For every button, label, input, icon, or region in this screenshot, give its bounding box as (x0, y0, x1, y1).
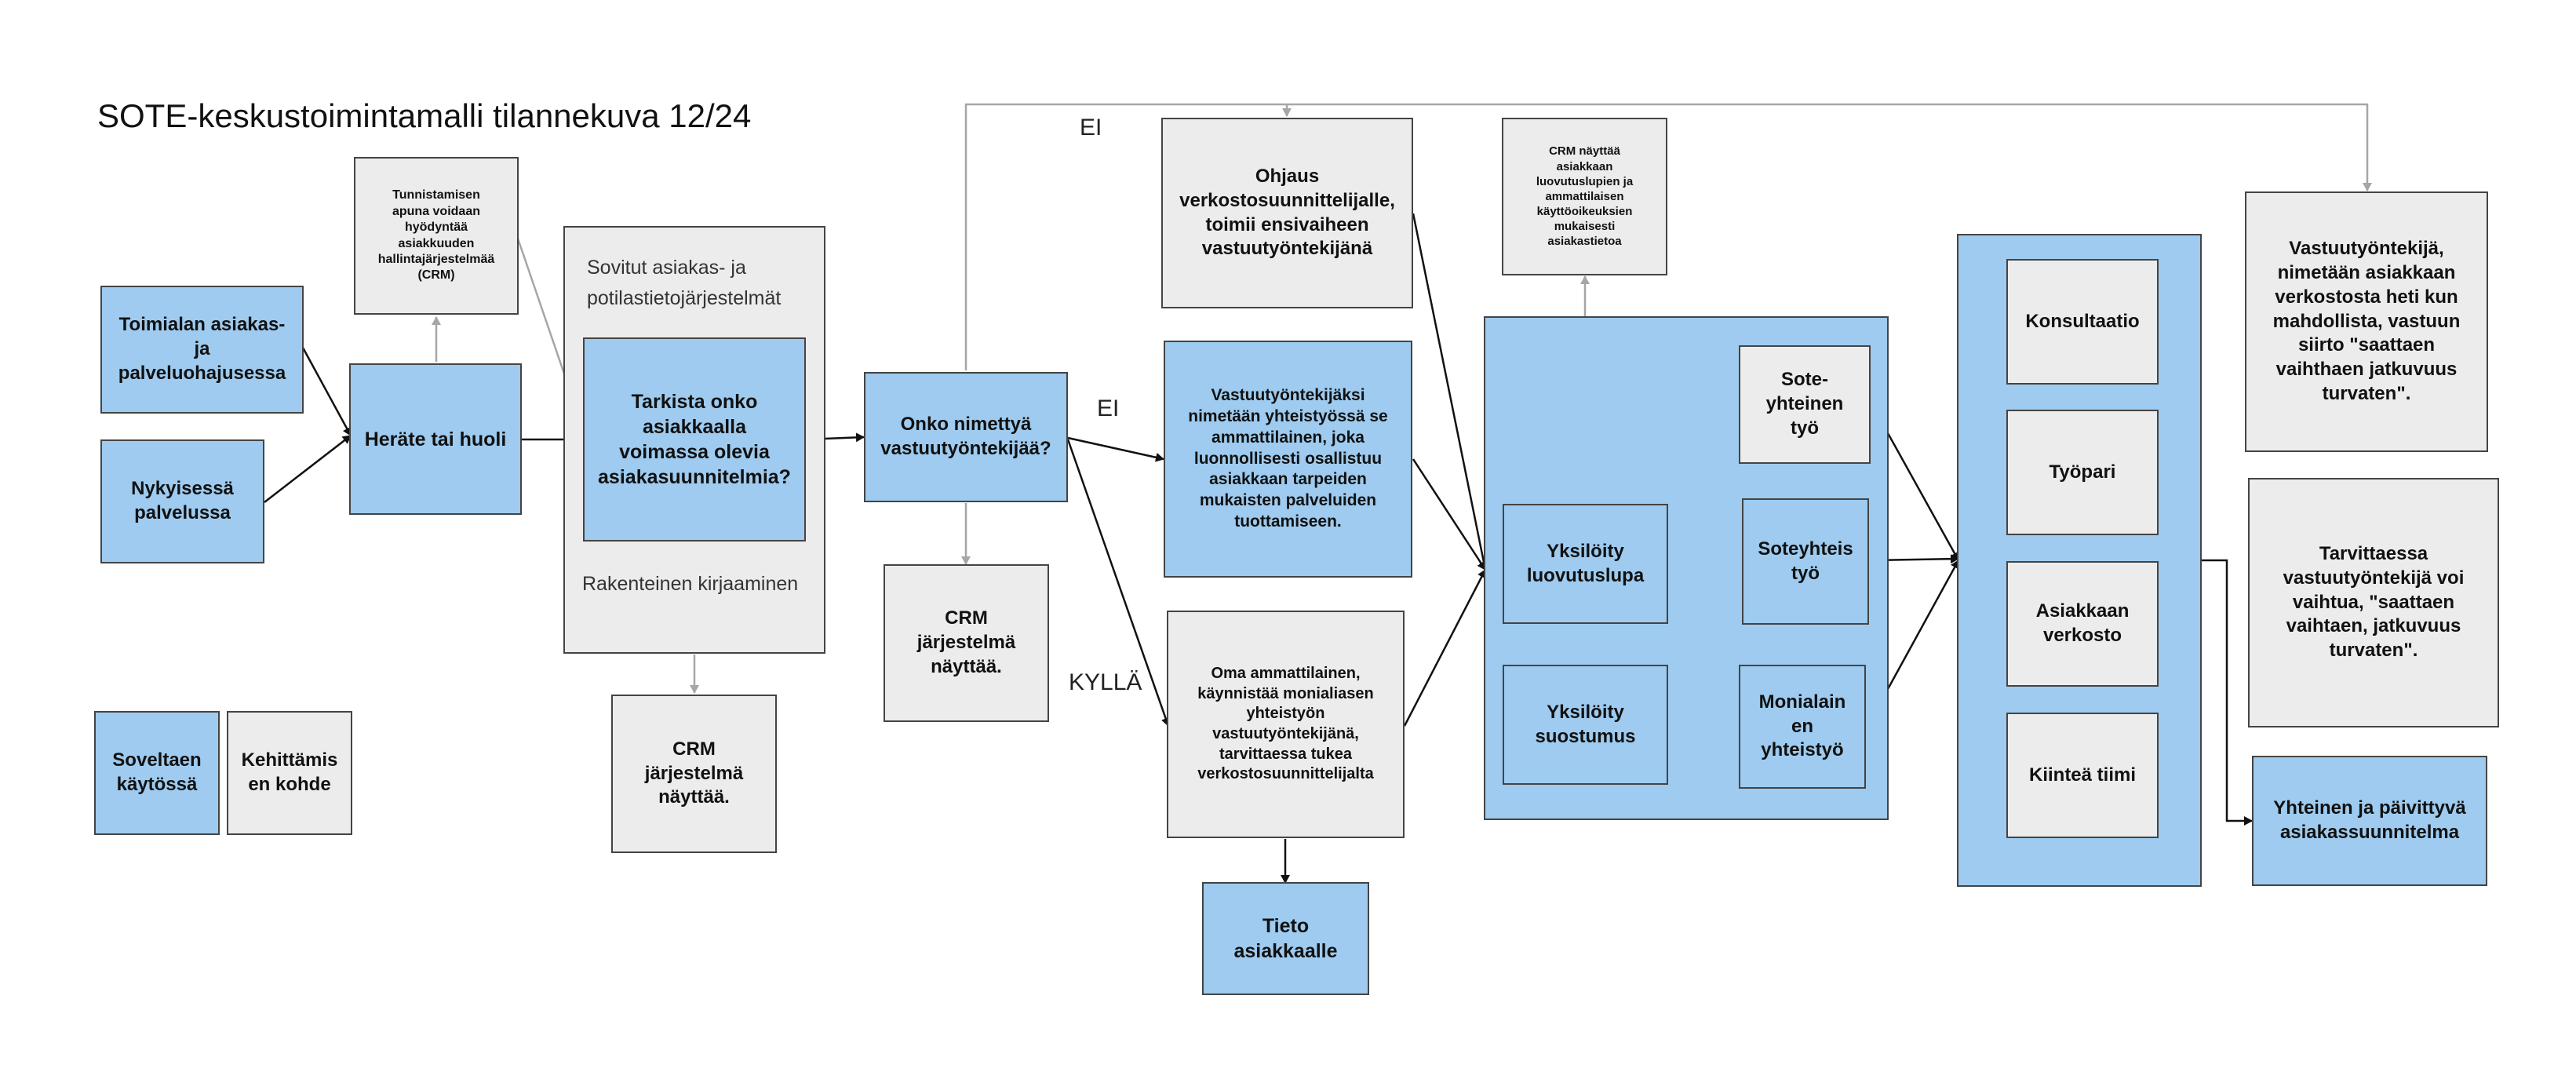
node-toimialan: Toimialan asiakas- ja palveluohajusessa (100, 286, 304, 414)
node-yhteinen-asiakassuunnitelma: Yhteinen ja päivittyvä asiakassuunnitelm… (2252, 756, 2487, 886)
label-kylla: KYLLÄ (1069, 669, 1142, 695)
node-oma: Oma ammattilainen, käynnistää monialiase… (1167, 611, 1405, 838)
node-tarvittaessa: Tarvittaessa vastuutyöntekijä voi vaihtu… (2248, 478, 2499, 727)
node-yksiloity-suostumus: Yksilöity suostumus (1503, 665, 1668, 785)
node-konsultaatio: Konsultaatio (2006, 259, 2159, 385)
node-sote-yhteinen: Sote- yhteinen työ (1739, 345, 1871, 464)
node-tarkista: Tarkista onko asiakkaalla voimassa olevi… (583, 337, 806, 541)
page-title: SOTE-keskustoimintamalli tilannekuva 12/… (97, 97, 752, 134)
arrow-nykyisessa-to-herate (264, 435, 352, 503)
arrow-ohjaus-to-permissions (1412, 213, 1488, 571)
node-tieto: Tieto asiakkaalle (1202, 882, 1369, 995)
arrow-onko-to-oma (1066, 439, 1171, 727)
node-crm-naytta: CRM näyttää asiakkaan luovutuslupien ja … (1502, 118, 1667, 275)
arrow-forms-to-yhteinen (2202, 559, 2253, 826)
node-tyopari: Työpari (2006, 410, 2159, 535)
rakenteinen-label: Rakenteinen kirjaaminen (582, 573, 799, 595)
arrow-vastuunimetaan-to-permissions (1412, 458, 1487, 571)
node-soteyhteistyo: Soteyhteis työ (1742, 498, 1869, 625)
node-vastuunimetaan: Vastuutyöntekijäksi nimetään yhteistyöss… (1164, 341, 1412, 578)
sovitut-title: Sovitut asiakas- ja potilastietojärjeste… (587, 257, 782, 309)
node-ohjaus: Ohjaus verkostosuunnittelijalle, toimii … (1161, 118, 1413, 308)
node-herate: Heräte tai huoli (349, 363, 522, 515)
legend-soveltaen: Soveltaen käytössä (94, 711, 220, 835)
connector-ei-top-loop (964, 103, 2372, 370)
node-kiintea-tiimi: Kiinteä tiimi (2006, 713, 2159, 838)
node-tunnistamisen: Tunnistamisen apuna voidaan hyödyntää as… (354, 157, 519, 315)
arrow-oma-to-permissions (1403, 569, 1487, 727)
node-asiakkaan-verkosto: Asiakkaan verkosto (2006, 561, 2159, 687)
node-crm-mid: CRM järjestelmä näyttää. (884, 564, 1049, 722)
label-ei-mid: EI (1097, 396, 1120, 421)
node-onko: Onko nimettyä vastuutyöntekijää? (864, 372, 1068, 502)
node-vastuu-nimetaan: Vastuutyöntekijä, nimetään asiakkaan ver… (2245, 191, 2488, 452)
node-nykyisessa: Nykyisessä palvelussa (100, 439, 264, 563)
node-yksiloity-luovutuslupa: Yksilöity luovutuslupa (1503, 504, 1668, 624)
node-crm-left: CRM järjestelmä näyttää. (611, 695, 777, 853)
arrow-toimialan-to-herate (301, 347, 352, 436)
node-monialainen: Monialain en yhteistyö (1739, 665, 1866, 789)
arrow-onko-to-vastuunimetaan (1067, 436, 1164, 462)
legend-kehittamis: Kehittämis en kohde (227, 711, 352, 835)
label-ei-top: EI (1080, 115, 1102, 140)
